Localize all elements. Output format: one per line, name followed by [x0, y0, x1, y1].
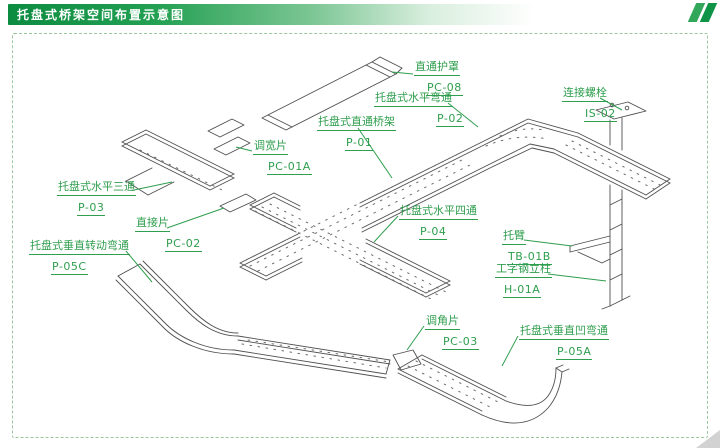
- part-code: PC-01A: [267, 160, 312, 176]
- part-name: 调角片: [425, 315, 460, 330]
- label-pc01a: 调宽片 PC-01A: [253, 140, 312, 176]
- part-code: P-04: [419, 225, 448, 241]
- label-p03: 托盘式水平三通 P-03: [57, 181, 136, 217]
- label-p05a: 托盘式垂直凹弯通 P-05A: [519, 325, 609, 361]
- part-code: P-05C: [51, 260, 88, 276]
- part-code: PC-03: [442, 335, 479, 351]
- part-name: 托盘式水平四通: [399, 205, 478, 220]
- part-code: H-01A: [503, 283, 542, 299]
- label-tb01b: 托臂 TB-01B: [502, 230, 552, 266]
- part-code: P-01: [345, 136, 374, 152]
- part-name: 直通护罩: [414, 61, 460, 76]
- part-code: PC-02: [165, 237, 202, 253]
- leader-lines: [125, 71, 623, 367]
- page-title: 托盘式桥架空间布置示意图: [17, 8, 186, 22]
- header-bar: 托盘式桥架空间布置示意图: [8, 4, 684, 25]
- part-name: 托臂: [502, 230, 526, 245]
- part-code: IS-02: [584, 107, 617, 123]
- part-name: 连接螺栓: [562, 87, 608, 102]
- part-code: P-03: [77, 201, 106, 217]
- page-corner-fold: [696, 430, 720, 448]
- label-p02: 托盘式水平弯通 P-02: [374, 92, 465, 128]
- part-name: 托盘式垂直凹弯通: [519, 325, 609, 340]
- part-name: 托盘式水平三通: [57, 181, 136, 196]
- tray-bed-stipple: [139, 128, 661, 409]
- part-name: 托盘式水平弯通: [374, 92, 453, 107]
- part-name: 调宽片: [253, 140, 288, 155]
- label-pc08: 直通护罩 PC-08: [414, 61, 463, 97]
- label-pc03: 调角片 PC-03: [425, 315, 479, 351]
- label-is02: 连接螺栓 IS-02: [562, 87, 617, 123]
- part-code: TB-01B: [507, 250, 552, 266]
- part-code: PC-08: [426, 81, 463, 97]
- part-code: P-02: [436, 112, 465, 128]
- label-p05c: 托盘式垂直转动弯通 P-05C: [29, 240, 130, 276]
- part-code: P-05A: [556, 345, 593, 361]
- diagram-canvas: [12, 33, 708, 438]
- label-p04: 托盘式水平四通 P-04: [399, 205, 478, 241]
- part-name: 直接片: [135, 217, 170, 232]
- part-name: 工字钢立柱: [495, 263, 552, 278]
- label-p01: 托盘式直通桥架 P-01: [317, 116, 396, 152]
- label-pc02: 直接片 PC-02: [135, 217, 202, 253]
- part-name: 托盘式垂直转动弯通: [29, 240, 130, 255]
- label-h01a: 工字钢立柱 H-01A: [495, 263, 552, 299]
- part-name: 托盘式直通桥架: [317, 116, 396, 131]
